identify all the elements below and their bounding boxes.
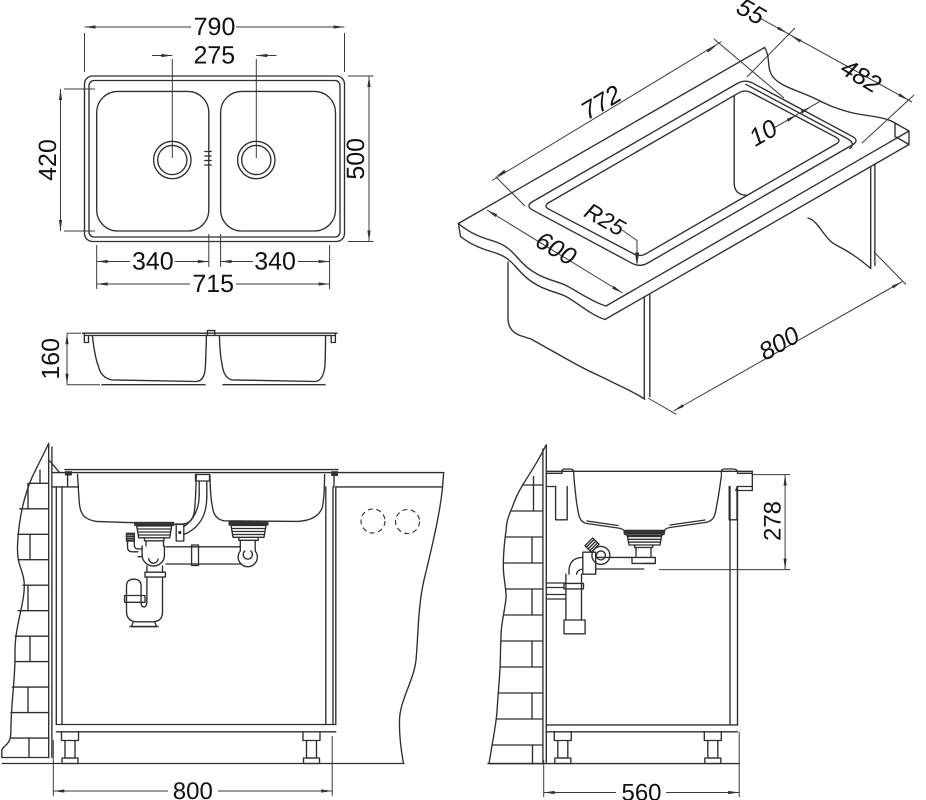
- svg-text:420: 420: [34, 139, 62, 181]
- svg-text:340: 340: [132, 248, 174, 276]
- svg-text:278: 278: [759, 501, 786, 541]
- svg-text:340: 340: [254, 248, 296, 276]
- svg-text:160: 160: [37, 338, 65, 380]
- svg-text:800: 800: [173, 778, 213, 800]
- svg-text:500: 500: [342, 138, 370, 180]
- svg-text:560: 560: [621, 779, 661, 800]
- svg-text:790: 790: [194, 13, 236, 41]
- svg-text:715: 715: [192, 270, 234, 298]
- svg-text:275: 275: [193, 42, 235, 70]
